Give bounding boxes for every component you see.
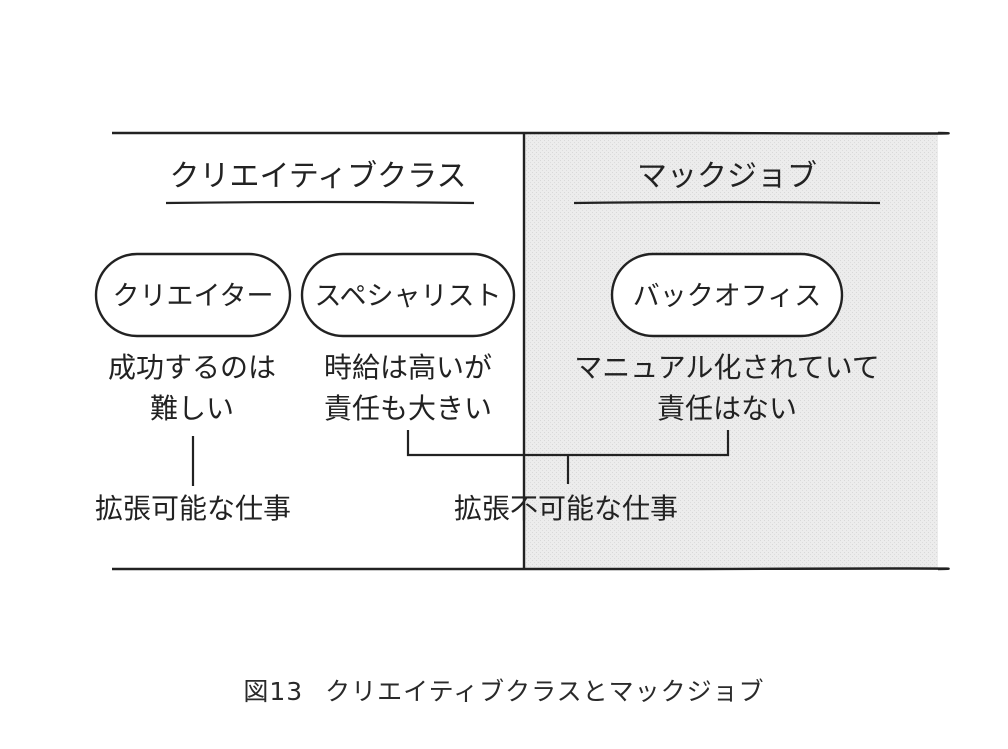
pill-creator <box>94 252 292 338</box>
back-office-desc-line2: 責任はない <box>657 392 797 425</box>
top-rule <box>111 131 950 135</box>
specialist-desc-line2: 責任も大きい <box>324 392 492 425</box>
figure-number: 図13 <box>243 677 304 706</box>
pill-specialist-label: スペシャリスト <box>314 281 501 312</box>
back-office-desc-line1: マニュアル化されていて <box>574 351 879 384</box>
figure-caption: 図13 クリエイティブクラスとマックジョブ <box>0 672 1008 708</box>
pill-back-office <box>610 252 844 338</box>
creative-class-heading: クリエイティブクラス <box>170 159 467 194</box>
scalable-work-label: 拡張可能な仕事 <box>95 492 291 525</box>
creator-desc-line2: 難しい <box>150 392 234 425</box>
non-scalable-work-label: 拡張不可能な仕事 <box>454 492 678 525</box>
figure-title: クリエイティブクラスとマックジョブ <box>325 677 765 706</box>
pill-specialist <box>300 252 516 338</box>
pill-back-office-label: バックオフィス <box>633 281 821 312</box>
bottom-rule <box>111 567 950 571</box>
pill-creator-label: クリエイター <box>113 281 274 312</box>
mcjob-underline <box>573 200 881 205</box>
mcjob-heading: マックジョブ <box>637 159 817 194</box>
mcjob-shaded-panel <box>524 133 938 569</box>
specialist-desc-line1: 時給は高いが <box>324 351 492 384</box>
creative-class-underline <box>165 200 475 205</box>
creator-desc-line1: 成功するのは <box>108 351 276 384</box>
